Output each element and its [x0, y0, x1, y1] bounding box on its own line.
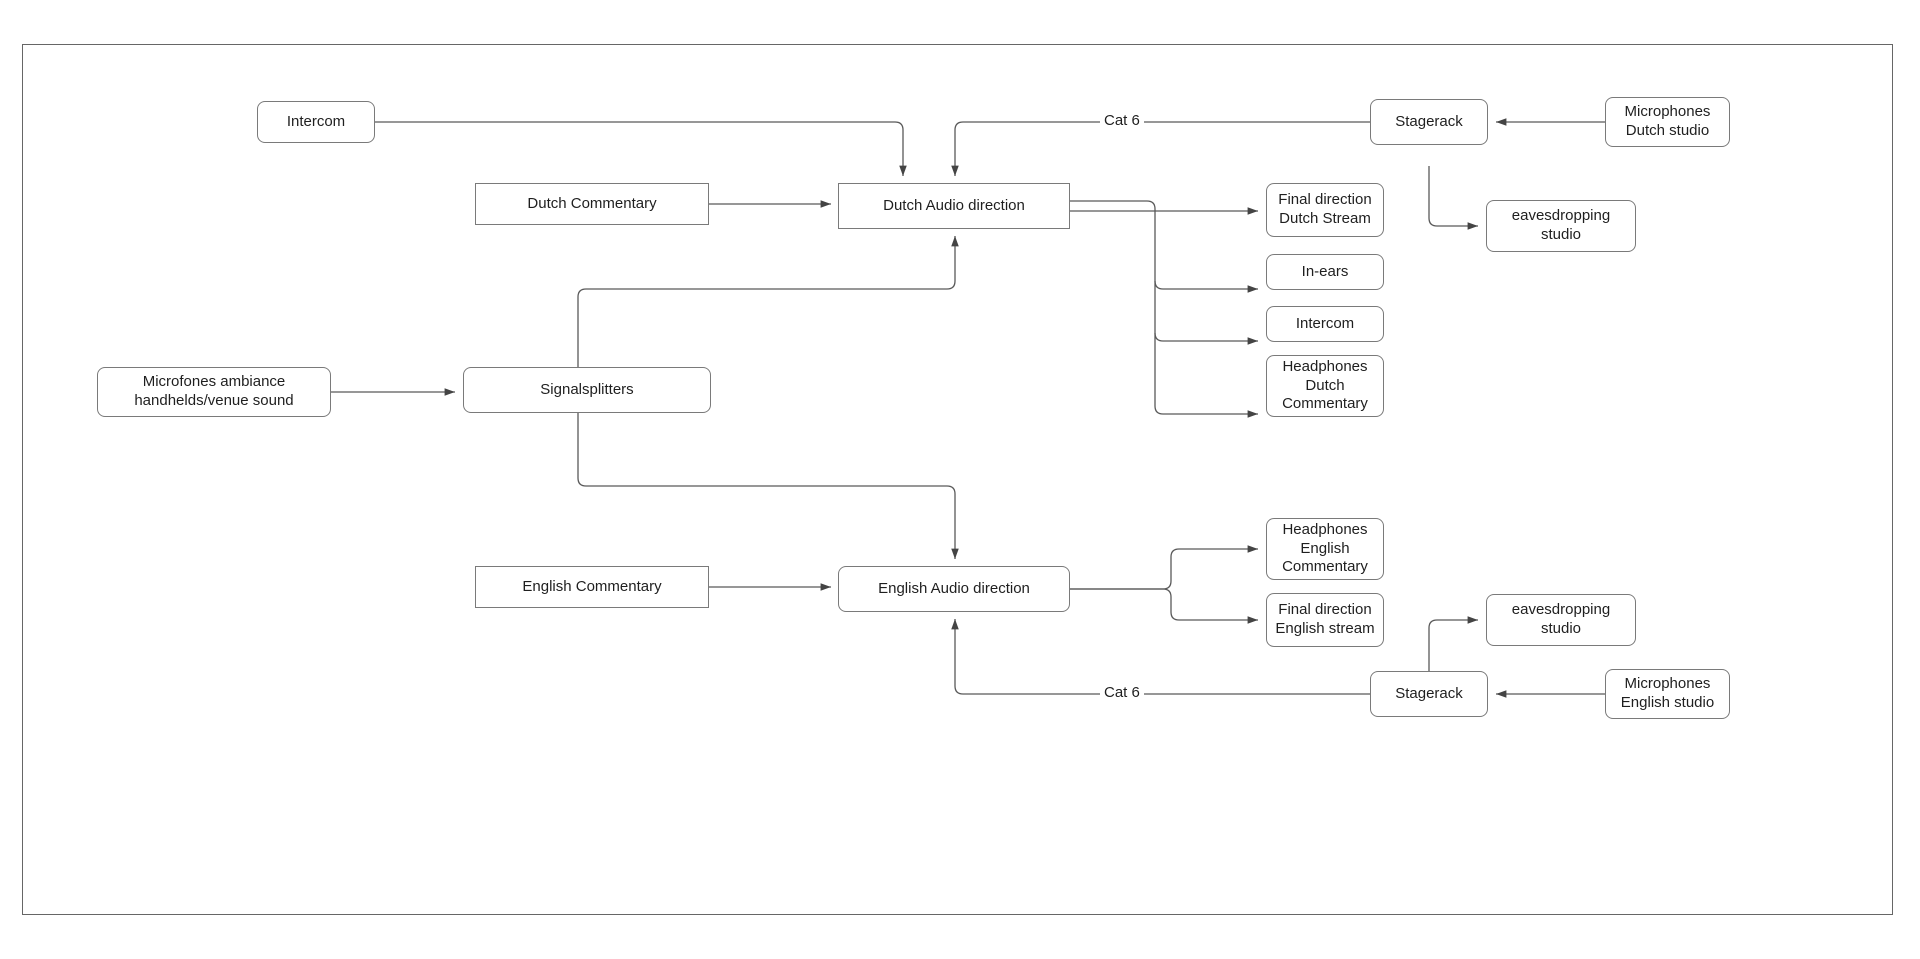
node-label: Stagerack: [1395, 684, 1463, 702]
node-in-ears[interactable]: In-ears: [1266, 254, 1384, 290]
node-label: eavesdropping studio: [1511, 207, 1611, 243]
node-label: Dutch Audio direction: [883, 196, 1025, 214]
node-dutch-commentary[interactable]: Dutch Commentary: [475, 183, 709, 225]
node-intercom-output[interactable]: Intercom: [1266, 306, 1384, 342]
node-label: Final direction English stream: [1275, 601, 1375, 637]
node-stagerack-dutch[interactable]: Stagerack: [1370, 99, 1488, 145]
node-intercom-input[interactable]: Intercom: [257, 101, 375, 143]
node-microfones-ambiance[interactable]: Microfones ambiance handhelds/venue soun…: [97, 367, 331, 417]
node-label: Intercom: [286, 112, 346, 130]
node-label: Dutch Commentary: [527, 194, 657, 212]
node-label: Intercom: [1295, 314, 1355, 332]
node-label: Headphones English Commentary: [1282, 520, 1368, 576]
node-label: Microfones ambiance handhelds/venue soun…: [134, 373, 294, 409]
node-eavesdropping-studio-dutch[interactable]: eavesdropping studio: [1486, 200, 1636, 252]
node-label: English Audio direction: [878, 579, 1030, 597]
diagram-page-border: [22, 44, 1893, 915]
node-label: Final direction Dutch Stream: [1278, 191, 1372, 227]
node-label: Microphones Dutch studio: [1624, 103, 1711, 139]
node-label: Headphones Dutch Commentary: [1282, 357, 1368, 413]
node-label: Microphones English studio: [1620, 675, 1715, 711]
node-headphones-dutch-commentary[interactable]: Headphones Dutch Commentary: [1266, 355, 1384, 417]
node-dutch-audio-direction[interactable]: Dutch Audio direction: [838, 183, 1070, 229]
node-label: In-ears: [1301, 262, 1349, 280]
node-label: eavesdropping studio: [1511, 601, 1611, 637]
edge-label-cat6-english: Cat 6: [1100, 684, 1144, 701]
node-stagerack-english[interactable]: Stagerack: [1370, 671, 1488, 717]
node-eavesdropping-studio-english[interactable]: eavesdropping studio: [1486, 594, 1636, 646]
node-label: Stagerack: [1395, 112, 1463, 130]
node-microphones-dutch-studio[interactable]: Microphones Dutch studio: [1605, 97, 1730, 147]
node-final-direction-english-stream[interactable]: Final direction English stream: [1266, 593, 1384, 647]
node-microphones-english-studio[interactable]: Microphones English studio: [1605, 669, 1730, 719]
node-english-commentary[interactable]: English Commentary: [475, 566, 709, 608]
node-signalsplitters[interactable]: Signalsplitters: [463, 367, 711, 413]
node-label: Signalsplitters: [540, 380, 634, 398]
node-final-direction-dutch-stream[interactable]: Final direction Dutch Stream: [1266, 183, 1384, 237]
edge-label-cat6-dutch: Cat 6: [1100, 112, 1144, 129]
node-headphones-english-commentary[interactable]: Headphones English Commentary: [1266, 518, 1384, 580]
node-english-audio-direction[interactable]: English Audio direction: [838, 566, 1070, 612]
node-label: English Commentary: [522, 577, 662, 595]
